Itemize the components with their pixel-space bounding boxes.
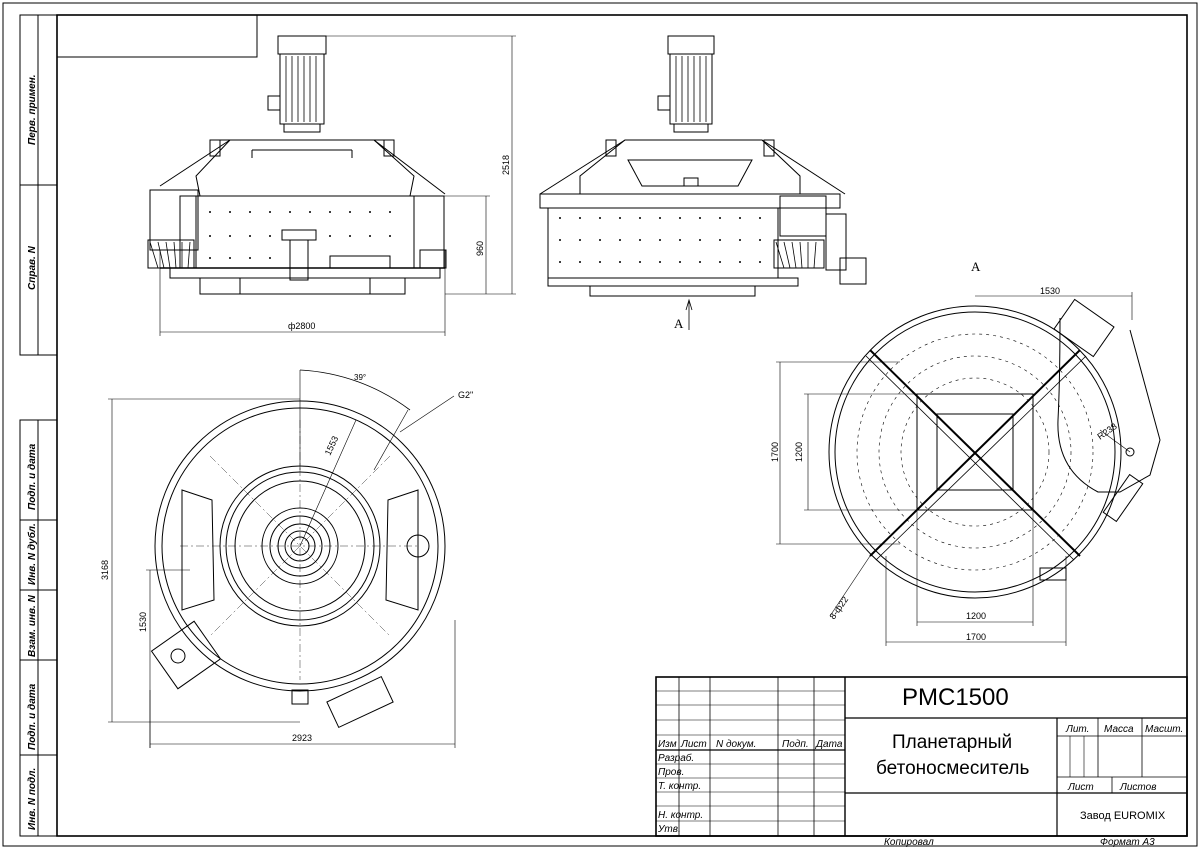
dim-pipe-thread: G2" — [458, 390, 473, 400]
dim-height-1700: 1700 — [770, 442, 780, 462]
row-utv: Утв. — [657, 824, 681, 835]
dim-width-1700: 1700 — [966, 632, 986, 642]
dim-height-total: 2518 — [501, 155, 511, 175]
dim-height-body: 960 — [475, 241, 485, 256]
product-name-line2: бетоносмеситель — [876, 758, 1029, 779]
dim-angle: 39° — [354, 373, 366, 382]
row-n-kontr: Н. контр. — [658, 810, 703, 821]
stamp-sprav-n: Справ. N — [27, 245, 38, 290]
row-razrab: Разраб. — [658, 752, 694, 764]
stamp-inv-podl: Инв. N подл. — [27, 768, 38, 830]
dim-width-1530-right: 1530 — [1040, 286, 1060, 296]
stamp-podp-data-2: Подп. и дата — [27, 683, 38, 750]
dim-radius-1553: 1553 — [323, 434, 341, 456]
dim-height-1200: 1200 — [794, 442, 804, 462]
label-sheets: Листов — [1119, 782, 1156, 793]
col-data: Дата — [815, 739, 843, 750]
label-format: Формат A3 — [1100, 837, 1155, 848]
dim-width-1200: 1200 — [966, 611, 986, 621]
product-name-line1: Планетарный — [892, 732, 1012, 753]
dim-width-1530-left: 1530 — [138, 612, 148, 632]
front-view — [147, 35, 516, 336]
section-label-top: A — [971, 259, 981, 274]
label-sheet: Лист — [1067, 782, 1094, 793]
col-izm: Изм — [658, 739, 677, 750]
dim-width-2923: 2923 — [292, 733, 312, 743]
stamp-podp-data-1: Подп. и дата — [27, 443, 38, 510]
col-n-dokum: N докум. — [716, 739, 756, 750]
model-number: PMC1500 — [902, 684, 1009, 711]
label-kopiroval: Копировал — [884, 837, 934, 848]
plan-view-left — [108, 369, 456, 748]
dim-holes: 8-ф22 — [827, 595, 850, 622]
plan-view-right — [776, 292, 1161, 646]
stamp-vzam-inv: Взам. инв. N — [27, 594, 38, 657]
plant-name: Завод EUROMIX — [1080, 810, 1166, 822]
section-label-side: A — [674, 316, 684, 331]
label-massa: Масса — [1104, 724, 1134, 735]
col-list: Лист — [680, 739, 707, 750]
label-lit: Лит. — [1065, 724, 1089, 735]
stamp-inv-dubl: Инв. N дубл. — [26, 523, 38, 585]
col-podp: Подп. — [782, 739, 809, 750]
label-masshtab: Масшт. — [1145, 724, 1183, 735]
row-prov: Пров. — [658, 767, 684, 778]
row-t-kontr: Т. контр. — [658, 781, 701, 792]
dim-radius-238: R238 — [1095, 421, 1118, 442]
title-block — [655, 676, 1188, 837]
dim-width-3168: 3168 — [100, 560, 110, 580]
stamp-perv-primen: Перв. примен. — [27, 74, 38, 145]
dim-diameter: ф2800 — [288, 321, 315, 331]
side-view — [539, 35, 867, 330]
